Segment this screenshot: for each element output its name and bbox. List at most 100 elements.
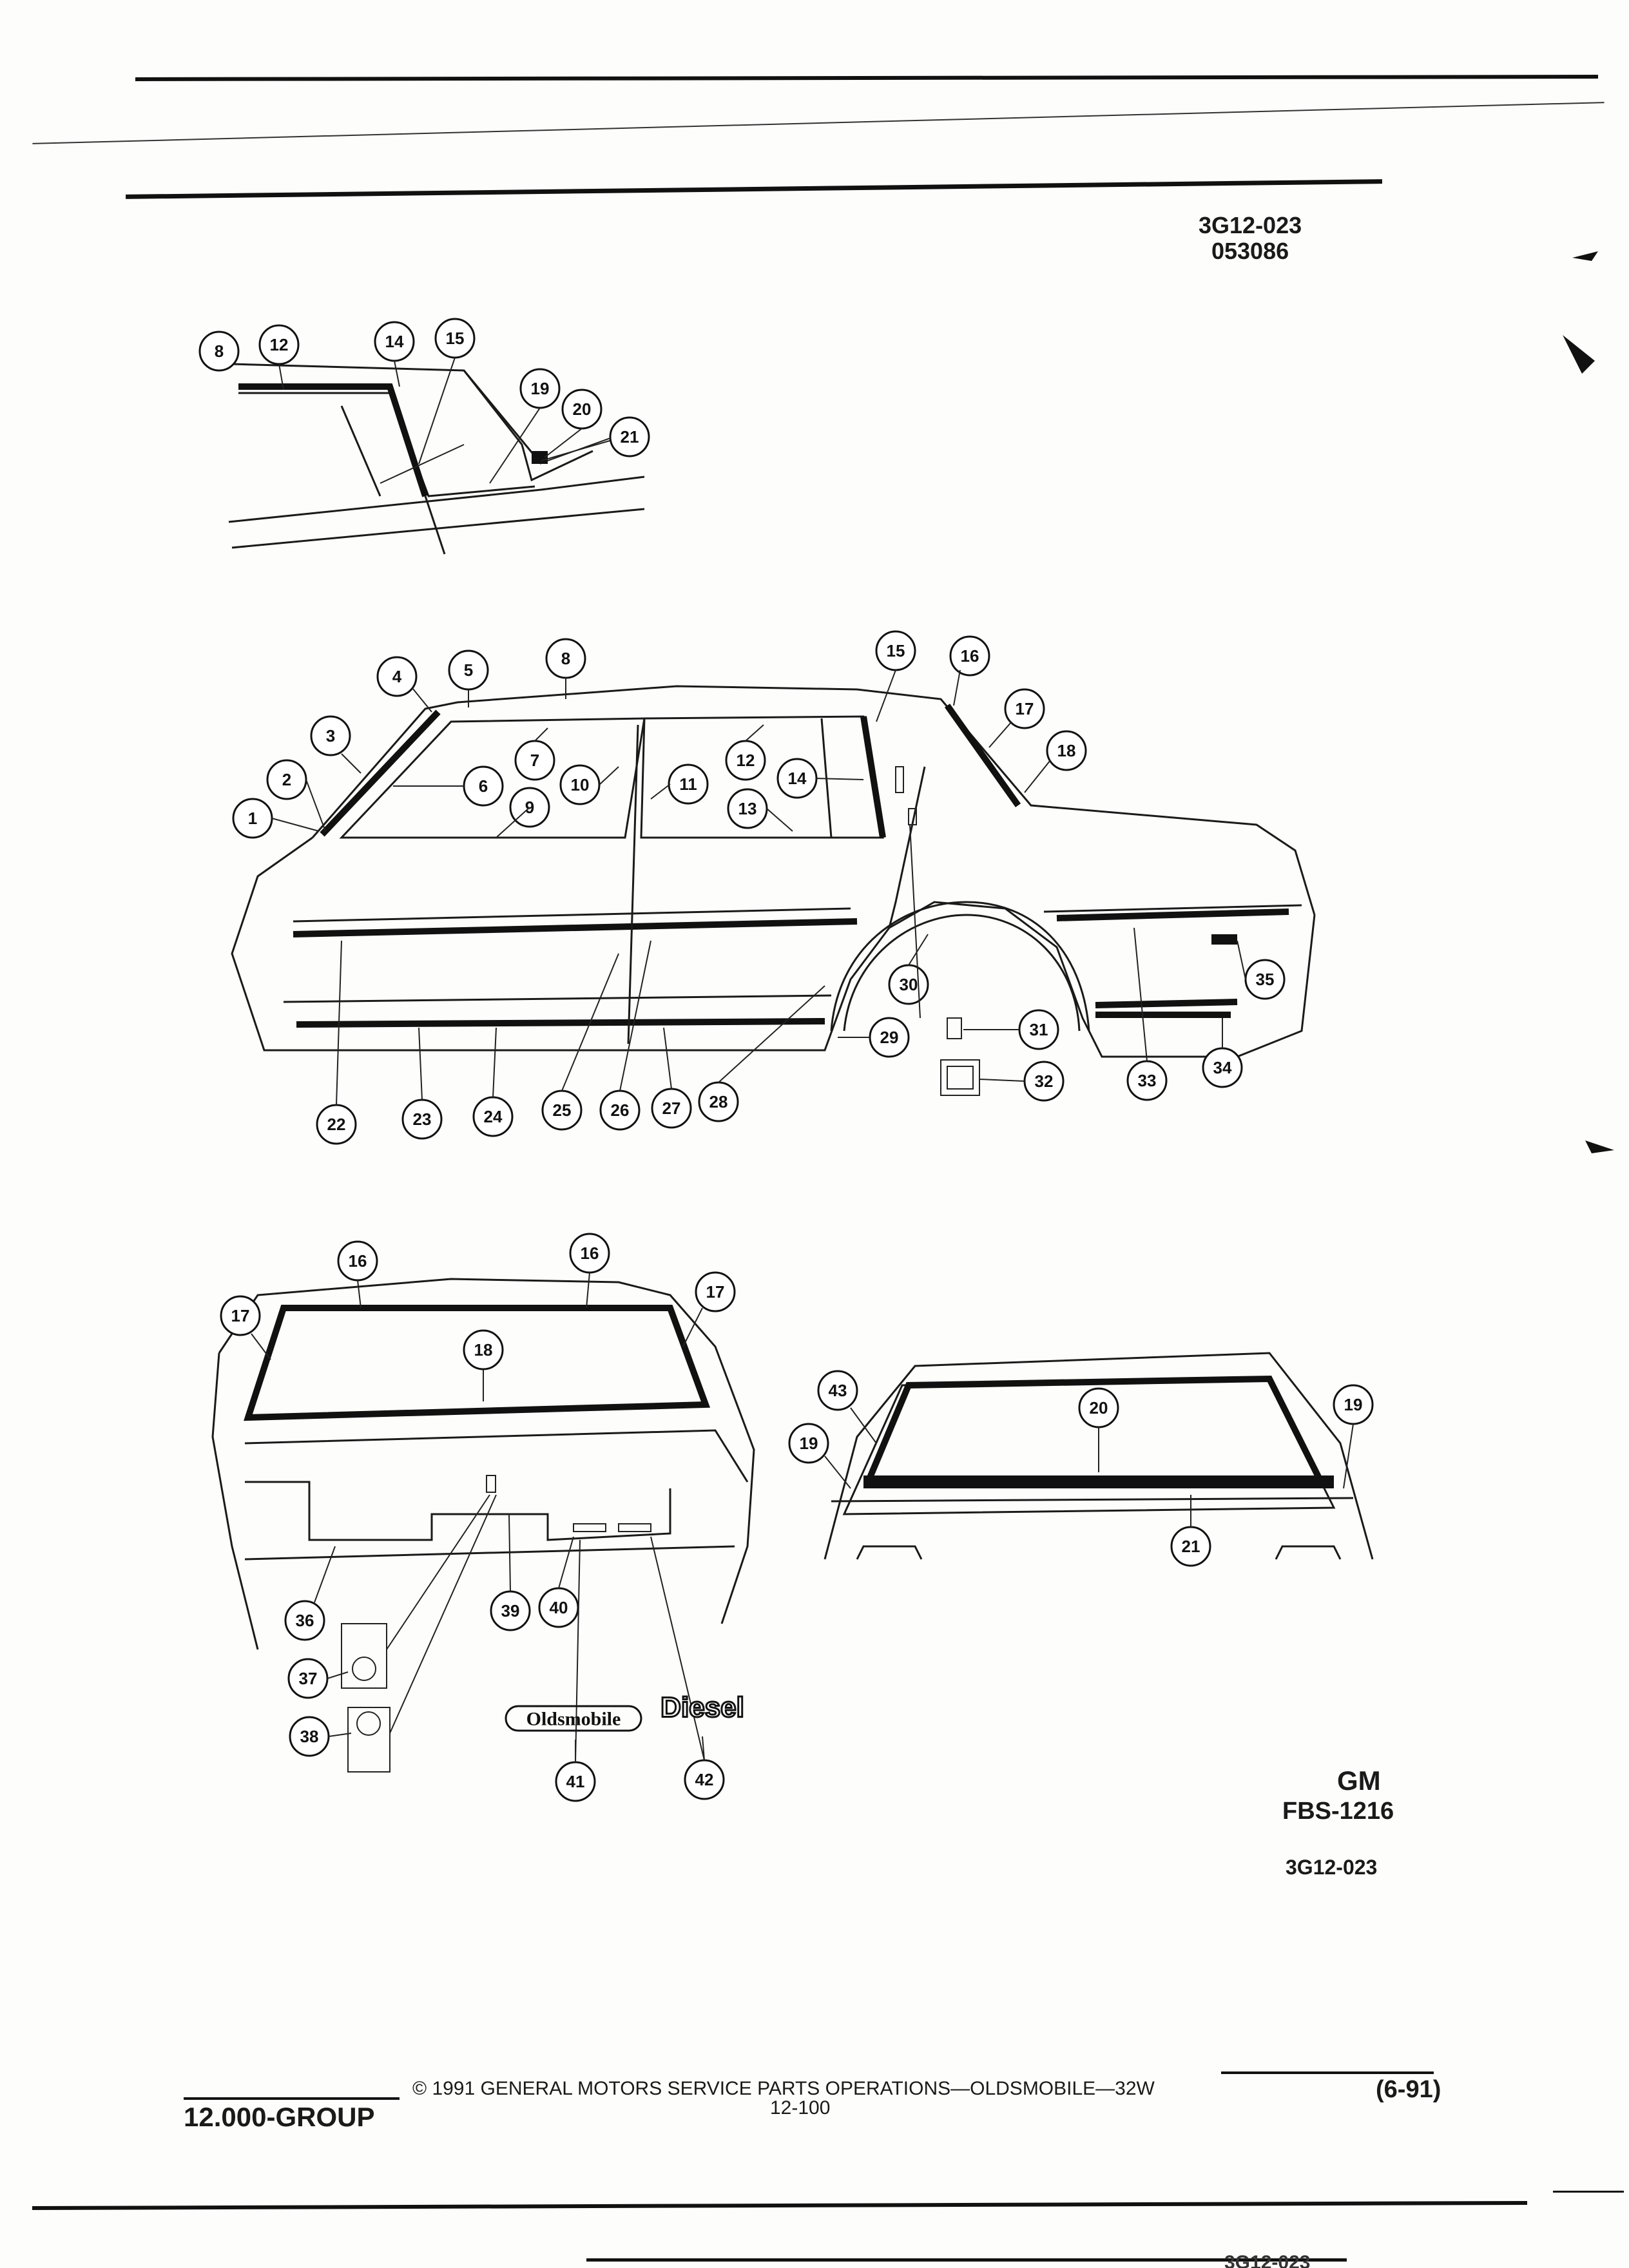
- callout-34: 34: [1202, 1047, 1243, 1088]
- rear-view-car: [211, 1278, 755, 1773]
- svg-text:25: 25: [553, 1100, 572, 1120]
- callout-17-rear-left: 17: [220, 1295, 261, 1336]
- svg-text:41: 41: [566, 1772, 585, 1791]
- svg-text:3: 3: [326, 726, 335, 745]
- callout-2: 2: [266, 759, 307, 800]
- callout-27: 27: [651, 1088, 692, 1129]
- svg-text:12: 12: [270, 335, 289, 354]
- bottom-cut-ref: 3G12-023: [1224, 2252, 1311, 2268]
- bottom-rule-3: [586, 2258, 1347, 2262]
- callout-29: 29: [869, 1017, 910, 1058]
- svg-text:16: 16: [581, 1244, 599, 1263]
- callout-22: 22: [316, 1104, 357, 1145]
- callout-15a: 15: [434, 318, 476, 359]
- svg-text:22: 22: [327, 1115, 346, 1134]
- header-ref: 3G12-023 053086: [1199, 213, 1302, 264]
- footer-group: 12.000-GROUP: [184, 2102, 375, 2132]
- svg-text:38: 38: [300, 1727, 319, 1746]
- svg-text:19: 19: [1344, 1395, 1363, 1414]
- footer-rule-right: [1221, 2071, 1434, 2074]
- rear-window-detail: [824, 1352, 1374, 1560]
- svg-text:8: 8: [215, 341, 224, 361]
- margin-mark-3: [1585, 1140, 1614, 1153]
- svg-text:14: 14: [385, 332, 404, 351]
- svg-text:42: 42: [695, 1770, 714, 1789]
- leader-lines: [251, 357, 1354, 1763]
- callout-36: 36: [284, 1600, 325, 1641]
- callout-11: 11: [668, 764, 709, 805]
- svg-text:33: 33: [1138, 1071, 1157, 1090]
- figure-code: FBS-1216: [1282, 1798, 1394, 1825]
- callout-20: 20: [1078, 1387, 1119, 1428]
- svg-text:21: 21: [1182, 1537, 1200, 1556]
- callout-16-rear-right: 16: [569, 1233, 610, 1274]
- svg-text:18: 18: [1057, 741, 1076, 760]
- ref-code: 3G12-023: [1199, 212, 1302, 238]
- callout-37: 37: [287, 1658, 329, 1699]
- svg-text:16: 16: [961, 646, 979, 666]
- gm-logo: GM: [1337, 1765, 1381, 1796]
- svg-text:43: 43: [829, 1381, 847, 1400]
- svg-text:20: 20: [573, 399, 592, 419]
- svg-text:13: 13: [738, 799, 757, 818]
- diesel-badge: Diesel: [660, 1692, 744, 1724]
- svg-text:5: 5: [464, 660, 473, 680]
- svg-text:39: 39: [501, 1601, 520, 1620]
- footer-rule-left: [184, 2097, 400, 2100]
- callout-3: 3: [310, 715, 351, 756]
- callout-42: 42: [684, 1759, 725, 1800]
- callout-35: 35: [1244, 959, 1286, 1000]
- svg-text:10: 10: [571, 775, 590, 794]
- callout-40: 40: [538, 1587, 579, 1628]
- svg-text:2: 2: [282, 770, 291, 789]
- callout-7: 7: [514, 740, 555, 781]
- callout-30: 30: [888, 964, 929, 1005]
- svg-text:8: 8: [561, 649, 570, 668]
- svg-text:18: 18: [474, 1340, 493, 1360]
- svg-text:15: 15: [446, 329, 465, 348]
- margin-mark-1: [1563, 335, 1595, 374]
- svg-text:4: 4: [392, 667, 402, 686]
- callout-12a: 12: [258, 324, 300, 365]
- callout-5: 5: [448, 649, 489, 691]
- callout-group: 8 12 14 15 19 20 21 1 2 3 4 5 8 7 6 9 10…: [198, 318, 1374, 1802]
- svg-text:27: 27: [662, 1099, 681, 1118]
- callout-10: 10: [559, 764, 601, 805]
- svg-text:35: 35: [1256, 970, 1275, 989]
- svg-text:1: 1: [248, 809, 257, 828]
- callout-16-rear-left: 16: [337, 1240, 378, 1282]
- svg-text:14: 14: [788, 769, 807, 788]
- badge-emblems: Oldsmobile Diesel: [505, 1691, 745, 1732]
- svg-text:31: 31: [1030, 1020, 1048, 1039]
- svg-text:37: 37: [299, 1669, 318, 1688]
- callout-23: 23: [401, 1099, 443, 1140]
- footer-page-number: 12-100: [770, 2097, 831, 2119]
- callout-31: 31: [1018, 1009, 1059, 1050]
- svg-text:26: 26: [611, 1100, 630, 1120]
- callout-24: 24: [472, 1096, 514, 1137]
- svg-text:17: 17: [1016, 699, 1034, 718]
- svg-text:32: 32: [1035, 1072, 1054, 1091]
- svg-text:19: 19: [531, 379, 550, 398]
- callout-21: 21: [1170, 1526, 1211, 1567]
- callout-17-rear-right: 17: [695, 1271, 736, 1312]
- svg-text:40: 40: [550, 1598, 568, 1617]
- callout-18-rear: 18: [463, 1329, 504, 1370]
- callout-19-right: 19: [1333, 1384, 1374, 1425]
- callout-14: 14: [776, 758, 818, 799]
- svg-text:12: 12: [737, 751, 755, 770]
- ref-number: 053086: [1211, 238, 1289, 264]
- margin-mark-2: [1572, 251, 1598, 261]
- svg-text:23: 23: [413, 1110, 432, 1129]
- callout-13: 13: [727, 788, 768, 829]
- svg-text:15: 15: [887, 641, 905, 660]
- callout-25: 25: [541, 1090, 583, 1131]
- callout-8: 8: [545, 638, 586, 679]
- svg-text:7: 7: [530, 751, 539, 770]
- callout-39: 39: [490, 1590, 531, 1631]
- callout-15: 15: [875, 630, 916, 671]
- side-view-car: [231, 685, 1316, 1096]
- callout-16: 16: [949, 635, 990, 677]
